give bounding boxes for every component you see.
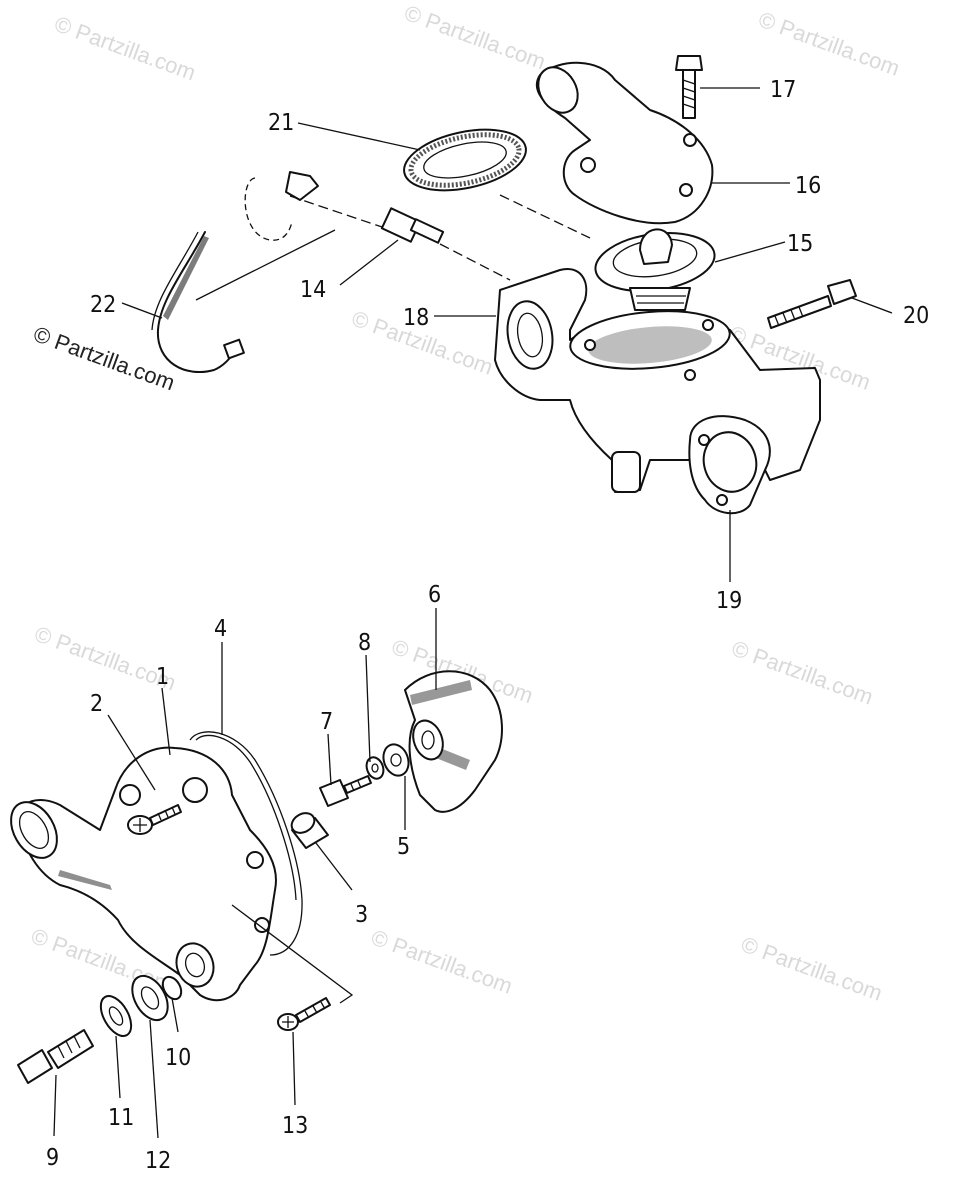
thermostat-15: [594, 228, 716, 311]
callout-6: 6: [428, 582, 441, 608]
watermark: © Partzilla.com: [368, 925, 516, 999]
callout-17: 17: [770, 77, 796, 103]
bolt-7: [319, 775, 372, 807]
watermark: © Partzilla.com: [755, 7, 903, 81]
callout-9: 9: [46, 1145, 59, 1171]
callout-15: 15: [787, 231, 813, 257]
wire-harness-22: [151, 177, 293, 373]
washer-5: [382, 743, 410, 777]
flange-gasket-19: [688, 415, 771, 515]
callout-5: 5: [397, 834, 410, 860]
partzilla-watermark: © Partzilla.com: [30, 321, 178, 395]
collar-3: [290, 812, 329, 849]
washer-12: [131, 974, 169, 1022]
callout-7: 7: [320, 709, 333, 735]
callout-1: 1: [156, 664, 169, 690]
callout-numbers: 21 17 16 15 14 18 20 22 19 1 2 4 8 6 7 5…: [46, 77, 929, 1174]
callout-16: 16: [795, 173, 821, 199]
callout-8: 8: [358, 630, 371, 656]
o-ring-4: [189, 731, 303, 956]
watermark: © Partzilla.com: [738, 931, 886, 1005]
watermark: © Partzilla.com: [401, 0, 549, 74]
callout-19: 19: [716, 588, 742, 614]
screw-13: [277, 997, 331, 1031]
callout-11: 11: [108, 1105, 134, 1131]
screw-2: [127, 804, 182, 835]
thermostat-cover-16: [535, 61, 714, 225]
callout-10: 10: [165, 1045, 191, 1071]
gasket-21: [403, 128, 527, 192]
callout-20: 20: [903, 303, 929, 329]
callout-13: 13: [282, 1113, 308, 1139]
watermark: © Partzilla.com: [729, 635, 877, 709]
watermark: © Partzilla.com: [51, 11, 199, 85]
water-pump-cover-1: [10, 746, 277, 1002]
callout-4: 4: [214, 616, 227, 642]
temperature-sensor-14: [285, 171, 511, 281]
washer-8: [365, 756, 385, 780]
leader-lines: [53, 87, 893, 1139]
impeller-6: [404, 670, 503, 813]
drain-plug-9: [17, 1029, 94, 1084]
bolt-20: [767, 279, 857, 329]
callout-21: 21: [268, 110, 294, 136]
bolt-17: [675, 55, 703, 119]
callout-12: 12: [145, 1148, 171, 1174]
callout-2: 2: [90, 691, 103, 717]
callout-18: 18: [403, 305, 429, 331]
callout-14: 14: [300, 277, 326, 303]
washer-11: [99, 995, 133, 1037]
callout-22: 22: [90, 292, 116, 318]
washer-10: [161, 975, 183, 1001]
callout-3: 3: [355, 902, 368, 928]
